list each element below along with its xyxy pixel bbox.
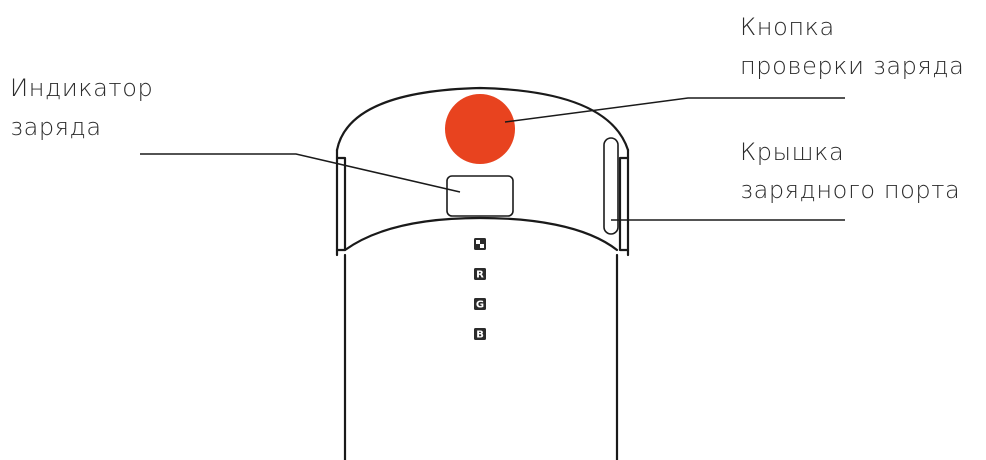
leader-line-charge-indicator xyxy=(140,153,461,193)
mode-icon-g: G xyxy=(474,298,486,311)
charge-check-button[interactable] xyxy=(445,94,515,164)
mode-icon-r: R xyxy=(474,268,486,281)
mode-icon-b: B xyxy=(474,328,486,341)
charging-port-cover-label-line2: зарядного порта xyxy=(740,176,960,204)
charge-check-button-label-line1: Кнопка xyxy=(740,13,835,41)
mode-icon-r-letter: R xyxy=(476,270,484,281)
leader-line-charge-check-button xyxy=(504,97,845,123)
mode-icon-split xyxy=(474,238,486,250)
mode-icons: R G B xyxy=(474,238,486,341)
device-cap xyxy=(335,86,630,257)
charging-port-cover-label-line1: Крышка xyxy=(740,138,844,166)
charge-check-button-label-line2: проверки заряда xyxy=(740,52,964,80)
mode-icon-b-letter: B xyxy=(476,330,484,341)
charge-indicator-label-line1: Индикатор xyxy=(10,74,153,102)
charge-indicator-label-line2: заряда xyxy=(10,113,102,141)
charging-port-cover[interactable] xyxy=(603,137,619,235)
charge-indicator-window xyxy=(446,175,514,217)
device-body xyxy=(343,253,619,460)
mode-icon-g-letter: G xyxy=(476,300,484,311)
